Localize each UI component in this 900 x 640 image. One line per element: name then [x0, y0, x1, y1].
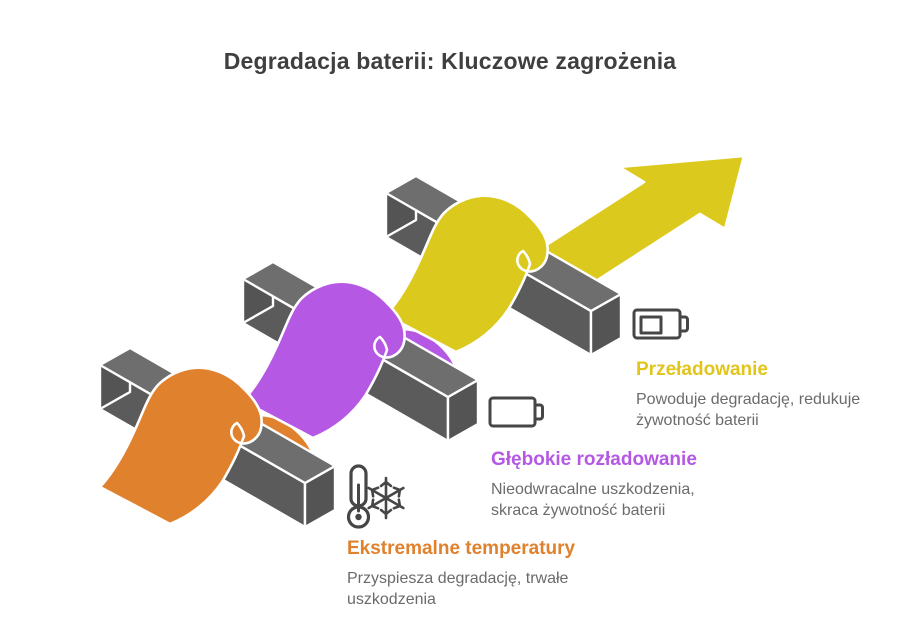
section-deep-discharge: Głębokie rozładowanie Nieodwracalne uszk…: [491, 448, 721, 521]
page-title: Degradacja baterii: Kluczowe zagrożenia: [223, 48, 677, 74]
battery-empty-icon: [488, 396, 544, 428]
section-extreme-temperatures: Ekstremalne temperatury Przyspiesza degr…: [347, 537, 597, 610]
section-overcharging: Przeładowanie Powoduje degradację, reduk…: [636, 358, 876, 431]
section-label: Głębokie rozładowanie: [491, 449, 697, 470]
battery-low-icon: [632, 308, 689, 340]
section-description: Przyspiesza degradację, trwałe uszkodzen…: [347, 570, 569, 608]
section-label: Ekstremalne temperatury: [347, 538, 576, 559]
section-description: Powoduje degradację, redukuje żywotność …: [636, 391, 861, 429]
section-label: Przeładowanie: [636, 359, 768, 380]
thermometer-snowflake-icon: [346, 464, 405, 529]
section-description: Nieodwracalne uszkodzenia, skraca żywotn…: [491, 481, 695, 519]
